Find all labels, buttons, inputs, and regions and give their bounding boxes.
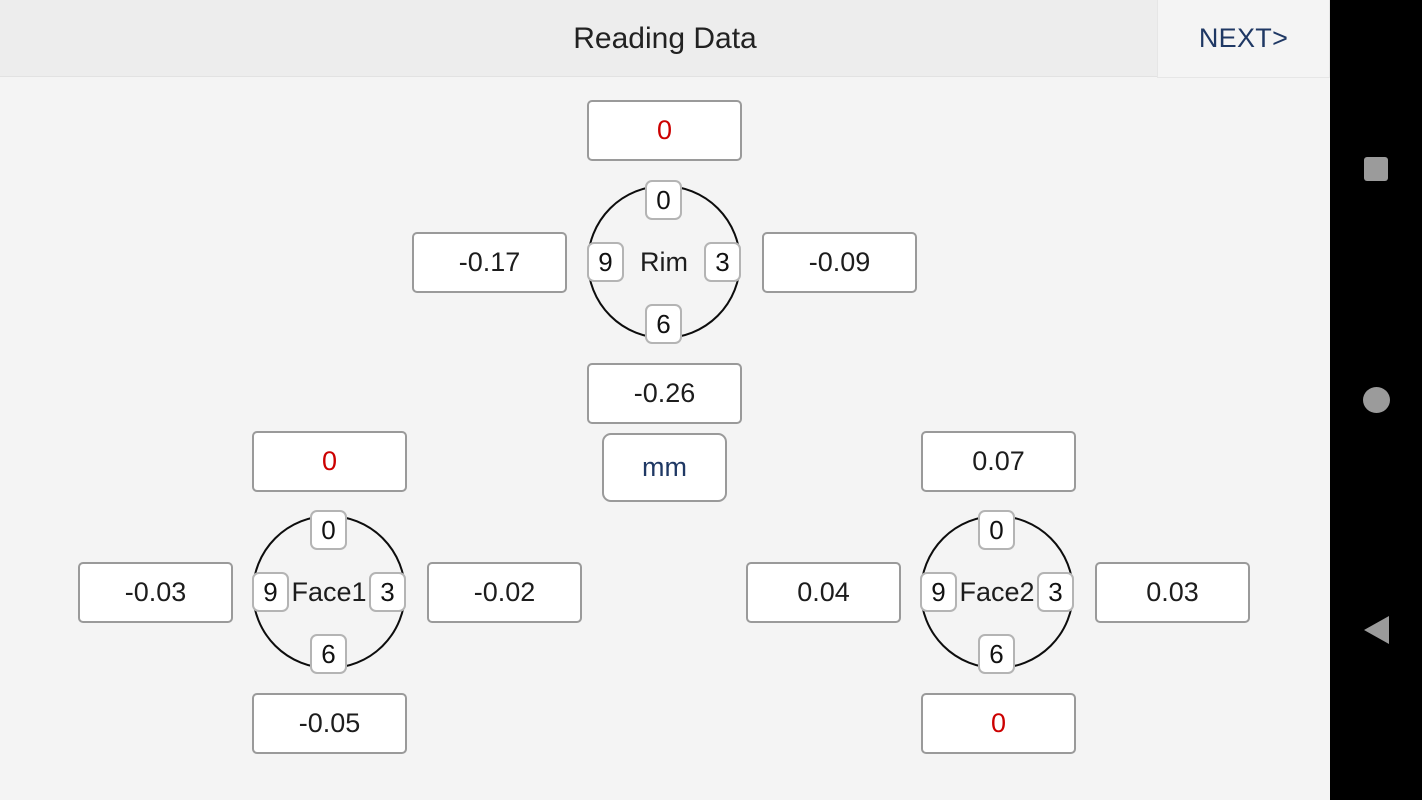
recents-button[interactable] bbox=[1330, 123, 1422, 215]
home-button[interactable] bbox=[1330, 355, 1422, 447]
face1-left-value[interactable]: -0.03 bbox=[78, 562, 233, 623]
app-screen: Reading Data NEXT> 0 -0.17 -0.09 -0.26 R… bbox=[0, 0, 1330, 754]
face2-bottom-value[interactable]: 0 bbox=[921, 693, 1076, 754]
dial-rim-tick-9[interactable]: 9 bbox=[587, 242, 624, 282]
rim-right-value[interactable]: -0.09 bbox=[762, 232, 917, 293]
dial-face2[interactable]: Face2 0 3 6 9 bbox=[920, 510, 1074, 674]
dial-face2-tick-9[interactable]: 9 bbox=[920, 572, 957, 612]
face1-right-value[interactable]: -0.02 bbox=[427, 562, 582, 623]
dial-face2-tick-3[interactable]: 3 bbox=[1037, 572, 1074, 612]
next-button[interactable]: NEXT> bbox=[1157, 0, 1330, 78]
face2-top-value[interactable]: 0.07 bbox=[921, 431, 1076, 492]
page-title: Reading Data bbox=[573, 22, 757, 55]
dial-face1[interactable]: Face1 0 3 6 9 bbox=[252, 510, 406, 674]
back-button[interactable] bbox=[1330, 585, 1422, 677]
rim-top-value[interactable]: 0 bbox=[587, 100, 742, 161]
home-circle-icon bbox=[1363, 387, 1390, 413]
recents-square-icon bbox=[1364, 157, 1388, 181]
unit-toggle-button[interactable]: mm bbox=[602, 433, 727, 502]
dial-face1-tick-9[interactable]: 9 bbox=[252, 572, 289, 612]
face2-right-value[interactable]: 0.03 bbox=[1095, 562, 1250, 623]
rim-left-value[interactable]: -0.17 bbox=[412, 232, 567, 293]
rim-bottom-value[interactable]: -0.26 bbox=[587, 363, 742, 424]
dial-face1-tick-6[interactable]: 6 bbox=[310, 634, 347, 674]
dial-rim-tick-3[interactable]: 3 bbox=[704, 242, 741, 282]
dial-face1-label: Face1 bbox=[291, 577, 367, 607]
dial-face2-label: Face2 bbox=[959, 577, 1035, 607]
dial-face2-tick-6[interactable]: 6 bbox=[978, 634, 1015, 674]
android-navigation-bar bbox=[1330, 0, 1422, 800]
dial-rim-label: Rim bbox=[640, 247, 688, 277]
dial-rim[interactable]: Rim 0 3 6 9 bbox=[587, 180, 741, 344]
next-button-label: NEXT> bbox=[1198, 23, 1289, 53]
back-triangle-icon bbox=[1364, 616, 1389, 644]
dial-face1-tick-3[interactable]: 3 bbox=[369, 572, 406, 612]
dial-rim-tick-6[interactable]: 6 bbox=[645, 304, 682, 344]
dial-rim-tick-0[interactable]: 0 bbox=[645, 180, 682, 220]
face1-bottom-value[interactable]: -0.05 bbox=[252, 693, 407, 754]
face2-left-value[interactable]: 0.04 bbox=[746, 562, 901, 623]
face1-top-value[interactable]: 0 bbox=[252, 431, 407, 492]
title-bar: Reading Data NEXT> bbox=[0, 0, 1330, 78]
dial-face1-tick-0[interactable]: 0 bbox=[310, 510, 347, 550]
dial-face2-tick-0[interactable]: 0 bbox=[978, 510, 1015, 550]
